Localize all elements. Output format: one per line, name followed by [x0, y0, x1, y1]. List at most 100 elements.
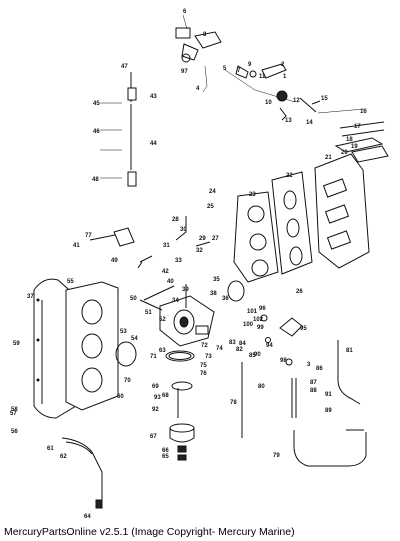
- callout-69: 69: [152, 384, 159, 390]
- callout-39: 39: [182, 287, 189, 293]
- callout-95: 95: [300, 326, 307, 332]
- rods-and-bracket: [317, 108, 389, 163]
- callout-72: 72: [201, 343, 208, 349]
- callout-84: 84: [239, 341, 246, 347]
- callout-55: 55: [67, 279, 74, 285]
- callout-56: 56: [11, 429, 18, 435]
- callout-labels: 1 2 3 4 5 6 7 8 9 10 11 12 13 14 15 16 1…: [10, 9, 367, 520]
- callout-66: 66: [162, 448, 169, 454]
- callout-98: 98: [280, 358, 287, 364]
- callout-15: 15: [321, 96, 328, 102]
- callout-87: 87: [310, 380, 317, 386]
- callout-44: 44: [150, 141, 157, 147]
- callout-26: 26: [296, 289, 303, 295]
- callout-92: 92: [152, 407, 159, 413]
- callout-71: 71: [150, 354, 157, 360]
- callout-97: 97: [181, 69, 188, 75]
- intake-gasket: [271, 171, 313, 275]
- callout-12: 12: [293, 98, 300, 104]
- callout-49: 49: [111, 258, 118, 264]
- fuel-hose-right: [291, 340, 367, 467]
- fuel-hose-left: [61, 437, 103, 509]
- callout-93: 93: [154, 395, 161, 401]
- callout-86: 86: [316, 366, 323, 372]
- callout-23: 23: [249, 192, 256, 198]
- callout-80: 80: [258, 384, 265, 390]
- callout-4: 4: [196, 86, 200, 92]
- callout-48: 48: [92, 177, 99, 183]
- callout-75: 75: [200, 363, 207, 369]
- callout-76: 76: [200, 371, 207, 377]
- callout-73: 73: [205, 354, 212, 360]
- linkage-cluster: [175, 14, 321, 121]
- callout-27: 27: [212, 236, 219, 242]
- callout-35: 35: [213, 277, 220, 283]
- lever-hardware: [260, 314, 303, 366]
- callout-52: 52: [159, 317, 166, 323]
- callout-1: 1: [283, 74, 287, 80]
- callout-64: 64: [84, 514, 91, 520]
- callout-57: 57: [10, 411, 17, 417]
- callout-20: 20: [341, 150, 348, 156]
- callout-67: 67: [150, 434, 157, 440]
- callout-96: 96: [259, 306, 266, 312]
- carburetor: [139, 284, 215, 347]
- callout-29: 29: [199, 236, 206, 242]
- callout-91: 91: [325, 392, 332, 398]
- callout-3: 3: [307, 362, 311, 368]
- callout-88: 88: [310, 388, 317, 394]
- callout-14: 14: [306, 120, 313, 126]
- callout-10: 10: [265, 100, 272, 106]
- callout-18: 18: [346, 137, 353, 143]
- callout-42: 42: [162, 269, 169, 275]
- callout-16: 16: [360, 109, 367, 115]
- callout-53: 53: [120, 329, 127, 335]
- callout-8: 8: [203, 32, 207, 38]
- carb-gasket: [227, 280, 245, 302]
- callout-62: 62: [60, 454, 67, 460]
- callout-102: 102: [253, 317, 264, 323]
- callout-90: 90: [254, 352, 261, 358]
- callout-54: 54: [131, 336, 138, 342]
- callout-100: 100: [243, 322, 254, 328]
- center-linkage: [89, 216, 211, 301]
- callout-6: 6: [183, 9, 187, 15]
- callout-82: 82: [236, 347, 243, 353]
- intake-manifold: [233, 191, 279, 283]
- callout-77: 77: [85, 233, 92, 239]
- callout-31: 31: [163, 243, 170, 249]
- callout-38: 38: [210, 291, 217, 297]
- callout-43: 43: [150, 94, 157, 100]
- callout-22: 22: [286, 173, 293, 179]
- callout-19: 19: [351, 144, 358, 150]
- callout-83: 83: [229, 340, 236, 346]
- callout-45: 45: [93, 101, 100, 107]
- callout-30: 30: [180, 227, 187, 233]
- callout-89: 89: [325, 408, 332, 414]
- callout-50: 50: [130, 296, 137, 302]
- callout-13: 13: [285, 118, 292, 124]
- callout-11: 11: [259, 74, 266, 80]
- callout-25: 25: [207, 204, 214, 210]
- callout-28: 28: [172, 217, 179, 223]
- reed-block-housing: [314, 153, 370, 269]
- callout-46: 46: [93, 129, 100, 135]
- callout-37: 37: [27, 294, 34, 300]
- callout-51: 51: [145, 310, 152, 316]
- callout-33: 33: [175, 258, 182, 264]
- callout-32: 32: [196, 248, 203, 254]
- callout-5: 5: [223, 66, 227, 72]
- callout-68: 68: [162, 393, 169, 399]
- callout-79: 79: [273, 453, 280, 459]
- callout-65: 65: [162, 454, 169, 460]
- callout-101: 101: [247, 309, 258, 315]
- callout-17: 17: [354, 124, 361, 130]
- callout-60: 60: [117, 394, 124, 400]
- throttle-rods: [100, 72, 137, 187]
- callout-34: 34: [172, 298, 179, 304]
- callout-78: 78: [230, 400, 237, 406]
- parts-exploded-diagram: 1 2 3 4 5 6 7 8 9 10 11 12 13 14 15 16 1…: [10, 9, 389, 520]
- exhaust-plate: [65, 281, 119, 411]
- callout-61: 61: [47, 446, 54, 452]
- callout-70: 70: [124, 378, 131, 384]
